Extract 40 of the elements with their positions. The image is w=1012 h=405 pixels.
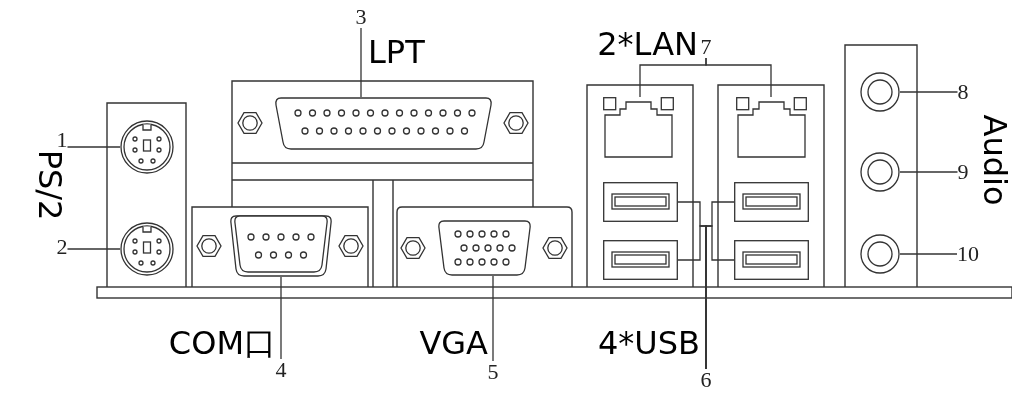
callout-number: 1 [56,129,68,151]
usb-port [734,182,809,222]
usb-port [734,240,809,280]
port-label: COM口 [168,327,276,359]
leader-line [280,276,282,360]
usb-port [603,182,678,222]
ps2-port [120,222,174,276]
port-label: LPT [368,36,425,68]
callout-number: 2 [56,236,68,258]
leader-line [66,248,121,250]
port-label: 4*USB [597,327,700,359]
leader-line [705,57,772,98]
vga-port [400,220,568,276]
audio-jack [860,234,900,274]
ethernet-port [603,97,674,158]
port-label: VGA [419,327,488,359]
ps2-port [120,120,174,174]
callout-number: 4 [275,359,287,381]
port-label: 2*LAN [597,28,698,60]
callout-number: 3 [355,6,367,28]
callout-number: 8 [957,81,969,103]
leader-line [66,146,121,148]
leader-line [899,171,959,173]
callout-number: 7 [700,36,712,58]
audio-jack [860,72,900,112]
leader-line [899,253,958,255]
port-label: PS/2 [34,149,66,221]
callout-number: 9 [957,161,969,183]
leader-line [360,27,362,98]
leader-line [492,275,494,362]
usb-port [603,240,678,280]
parallel-port [236,97,530,150]
callout-number: 5 [487,361,499,383]
serial-port [196,215,364,277]
leader-line [899,91,959,93]
port-label: Audio [979,114,1011,206]
callout-number: 6 [700,369,712,391]
callout-number: 10 [957,243,979,265]
ethernet-port [736,97,807,158]
audio-jack [860,152,900,192]
